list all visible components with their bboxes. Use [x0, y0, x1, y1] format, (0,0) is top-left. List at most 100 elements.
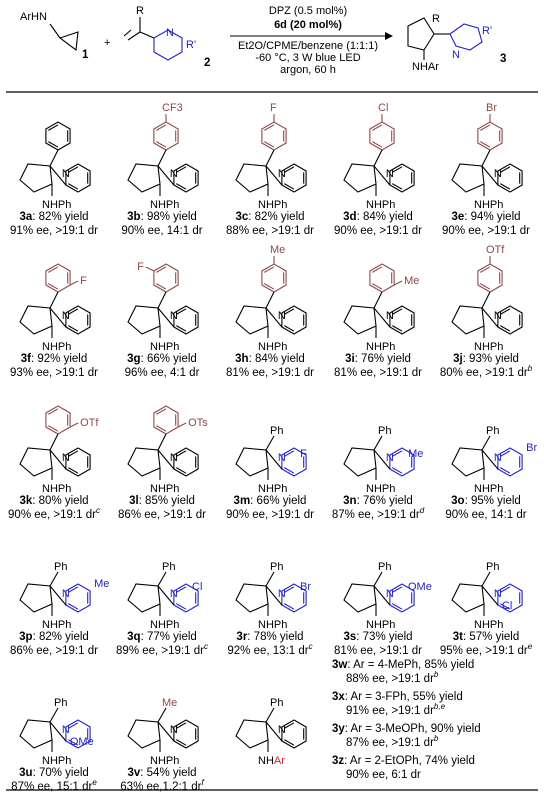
nh-group: NHPh: [258, 483, 287, 495]
pyridine-ring-double-bond: [500, 467, 511, 474]
cyclopentane-ring: [343, 583, 377, 613]
cyclopentane-ring: [343, 447, 377, 477]
entry-selectivity: 81% ee, >19:1 dr: [226, 367, 314, 379]
pyridine-ring-double-bond: [68, 308, 79, 315]
aryl-substituent: Me: [270, 244, 285, 256]
aryl-ring-double-bond: [156, 408, 167, 415]
aryl-substituent: F: [270, 102, 277, 114]
pyridine-ring: [389, 305, 415, 335]
aryl-bond: [157, 433, 167, 451]
pyridine-ring: [65, 719, 91, 749]
pyridine-ring-double-bond: [68, 739, 79, 746]
pyridine-ring-double-bond: [392, 308, 403, 315]
nh-group: NHPh: [474, 483, 503, 495]
entry-yield: 3l: 85% yield: [129, 495, 195, 507]
pyridine-bond: [49, 165, 67, 186]
pyridine-ring: [173, 305, 199, 335]
pyridine-ring-double-bond: [392, 450, 403, 457]
condition-atmosphere: argon, 60 h: [280, 64, 336, 76]
aryl-substituent: CF3: [162, 102, 183, 114]
variant-3x-line2: 91% ee, >19:1 drb,e: [346, 702, 446, 717]
pyridine-ring-double-bond: [176, 739, 187, 746]
entry-yield: 3s: 73% yield: [343, 631, 412, 643]
cyclopentane-ring: [127, 719, 161, 749]
pyridine-ring-double-bond: [392, 467, 403, 474]
pyridine-bond: [157, 585, 175, 606]
pyridine-n: N: [62, 452, 70, 464]
pyridine-n: N: [494, 168, 502, 180]
cyclopentane-ring: [343, 163, 377, 193]
pyridine-ring-double-bond: [68, 722, 79, 729]
pyridine-n: N: [278, 452, 286, 464]
pyridine-bond: [157, 449, 175, 470]
nh-group: NHPh: [366, 199, 395, 211]
phenyl-label: Ph: [270, 561, 283, 573]
nh-group: NHAr: [258, 755, 285, 767]
pyridine-bond: [49, 585, 67, 606]
pyridine-substituent: F: [300, 448, 307, 460]
condition-solvent: Et2O/CPME/benzene (1:1:1): [238, 40, 378, 52]
aryl-substituent: Br: [486, 102, 497, 114]
entry-selectivity: 90% ee, >19:1 dr: [334, 225, 422, 237]
nh-group: NHPh: [42, 199, 71, 211]
pyridine-n: N: [170, 724, 178, 736]
cyclopentane-ring: [235, 719, 269, 749]
phenyl-bond: [157, 571, 167, 587]
pyridine-substituent: Br: [300, 581, 311, 593]
pyridine-ring-double-bond: [500, 308, 511, 315]
pyridine-n: N: [278, 310, 286, 322]
pyridine-ring-double-bond: [392, 586, 403, 593]
nh-group: NHPh: [150, 341, 179, 353]
entry-yield: 3j: 93% yield: [453, 353, 519, 365]
product-rprime: R': [482, 25, 492, 37]
entry-yield: 3g: 66% yield: [127, 353, 197, 365]
nh-group: NHPh: [258, 619, 287, 631]
phenyl-bond: [481, 435, 491, 451]
pyridine-ring-double-bond: [68, 183, 79, 190]
pyridine-ring-double-bond: [176, 722, 187, 729]
pyridine-n: N: [494, 588, 502, 600]
pyridine-substituent: OMe: [408, 581, 432, 593]
condition-temp-light: -60 °C, 3 W blue LED: [255, 52, 360, 64]
entry-selectivity: 89% ee, >19:1 drc: [116, 642, 208, 657]
pyridine-n: N: [170, 310, 178, 322]
entry-yield: 3p: 82% yield: [19, 631, 89, 643]
entry-selectivity: 87% ee, >19:1 drd: [332, 506, 425, 521]
entry-selectivity: 86% ee, >19:1 dr: [118, 509, 206, 521]
pyridine-ring-double-bond: [68, 603, 79, 610]
entry-selectivity: 86% ee, >19:1 dr: [10, 645, 98, 657]
phenyl-label: Ph: [486, 425, 499, 437]
pyridine-bond: [373, 307, 391, 328]
nh-group: NHPh: [366, 341, 395, 353]
phenyl-label: Ph: [54, 561, 67, 573]
phenyl-label: Ph: [162, 561, 175, 573]
reactant1-number: 1: [82, 49, 89, 61]
aryl-ring-double-bond: [372, 266, 383, 273]
entry-selectivity: 88% ee, >19:1 dr: [226, 225, 314, 237]
pyridine-ring: [281, 447, 307, 477]
phenyl-label: Ph: [270, 697, 283, 709]
nh-group: NHPh: [258, 341, 287, 353]
methyl-bond: [157, 707, 167, 723]
pyridine-ring-double-bond: [392, 183, 403, 190]
pyridine-ring-double-bond: [68, 467, 79, 474]
cyclopentane-ring: [19, 305, 53, 335]
pyridine-n: N: [386, 168, 394, 180]
pyridine-ring-double-bond: [284, 450, 295, 457]
reactant2-r: R: [136, 5, 144, 17]
aryl-substituent: Cl: [378, 102, 388, 114]
aryl-bond: [265, 291, 275, 309]
pyridine-ring: [497, 163, 523, 193]
aryl-substituent: F: [80, 275, 87, 287]
pyridine-ring: [65, 305, 91, 335]
aryl-substituent: F: [137, 261, 144, 273]
pyridine-ring: [497, 305, 523, 335]
